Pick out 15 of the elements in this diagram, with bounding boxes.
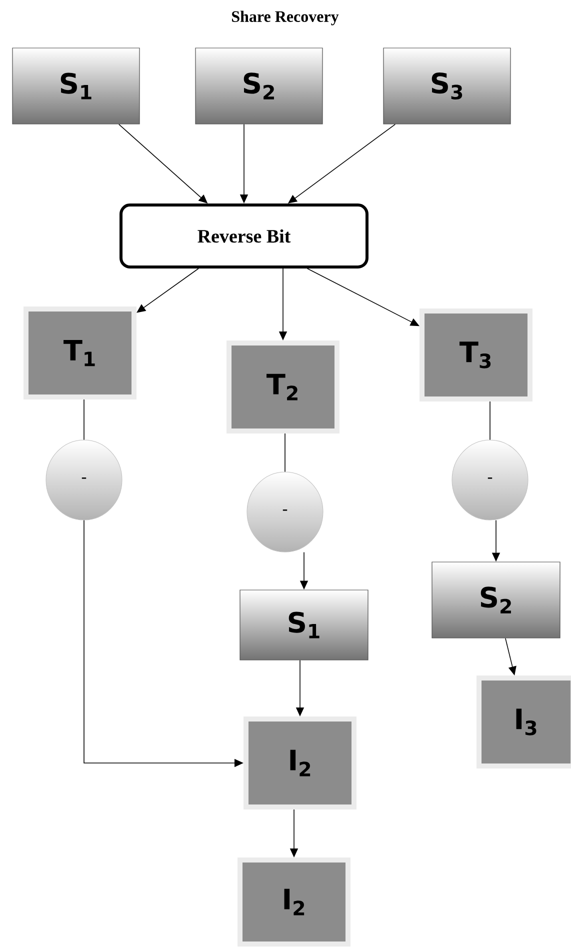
shaded-box: S$_{1}$ — [240, 590, 368, 660]
dark-box: I$_{3}$ — [476, 676, 571, 768]
arrow — [306, 268, 420, 326]
process-box: Reverse Bit — [120, 204, 368, 268]
dark-box: I$_{2}$ — [244, 716, 356, 810]
dark-box: T$_{3}$ — [420, 308, 532, 402]
shaded-box: S$_{3}$ — [383, 48, 511, 124]
dark-box: T$_{1}$ — [24, 306, 136, 400]
arrow — [136, 268, 199, 313]
dark-box: I$_{2}$ — [238, 858, 350, 946]
shaded-box: S$_{1}$ — [12, 48, 140, 124]
dark-box: T$_{2}$ — [226, 340, 340, 434]
title: Share Recovery — [232, 10, 339, 26]
shaded-box: S$_{2}$ — [195, 48, 323, 124]
shaded-box: S$_{2}$ — [432, 562, 560, 638]
